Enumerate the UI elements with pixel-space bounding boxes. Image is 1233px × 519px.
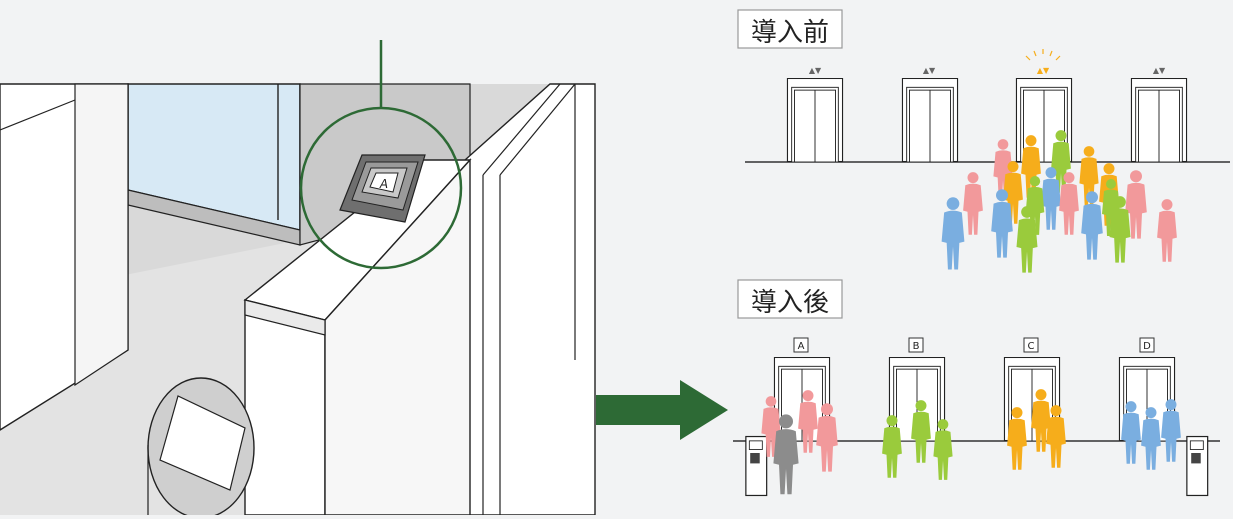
before-elevator-1: ▲▼ — [786, 66, 844, 162]
elevator-d: D — [1118, 337, 1176, 441]
after-label-box — [737, 279, 843, 319]
before-label: 導入前 — [751, 18, 829, 48]
svg-text:▲▼: ▲▼ — [923, 66, 936, 75]
security-gate-right — [1186, 435, 1209, 497]
before-elevator-2: ▲▼ — [901, 66, 959, 162]
elevator-a-label: A — [798, 341, 805, 352]
svg-text:▲▼: ▲▼ — [809, 66, 822, 75]
before-elevator-3: ▲▼ — [1015, 49, 1073, 162]
elevator-b-label: B — [913, 341, 920, 352]
before-section: 導入前 ▲▼ ▲▼ ▲▼ ▲▼ — [737, 9, 1230, 273]
after-label: 導入後 — [751, 288, 829, 318]
transition-arrow — [596, 380, 728, 440]
card-reader-inset — [147, 377, 255, 519]
before-label-box — [737, 9, 843, 49]
elevator-b: B — [888, 337, 946, 441]
arrival-lamp-glow — [1025, 49, 1061, 61]
panel-floor-letter: A — [379, 177, 388, 191]
security-gate-left — [745, 435, 768, 497]
svg-text:▲▼: ▲▼ — [1153, 66, 1166, 75]
lobby-illustration: A — [0, 40, 596, 519]
elevator-c: C — [1003, 337, 1061, 441]
svg-text:▲▼: ▲▼ — [1037, 66, 1050, 75]
elevator-d-label: D — [1143, 341, 1151, 352]
elevator-a: A — [773, 337, 831, 441]
destination-panel: A — [339, 154, 426, 223]
group-d — [1121, 399, 1181, 470]
before-elevator-4: ▲▼ — [1130, 66, 1188, 162]
elevator-c-label: C — [1028, 341, 1035, 352]
after-section: 導入後 A B C D — [733, 279, 1220, 497]
